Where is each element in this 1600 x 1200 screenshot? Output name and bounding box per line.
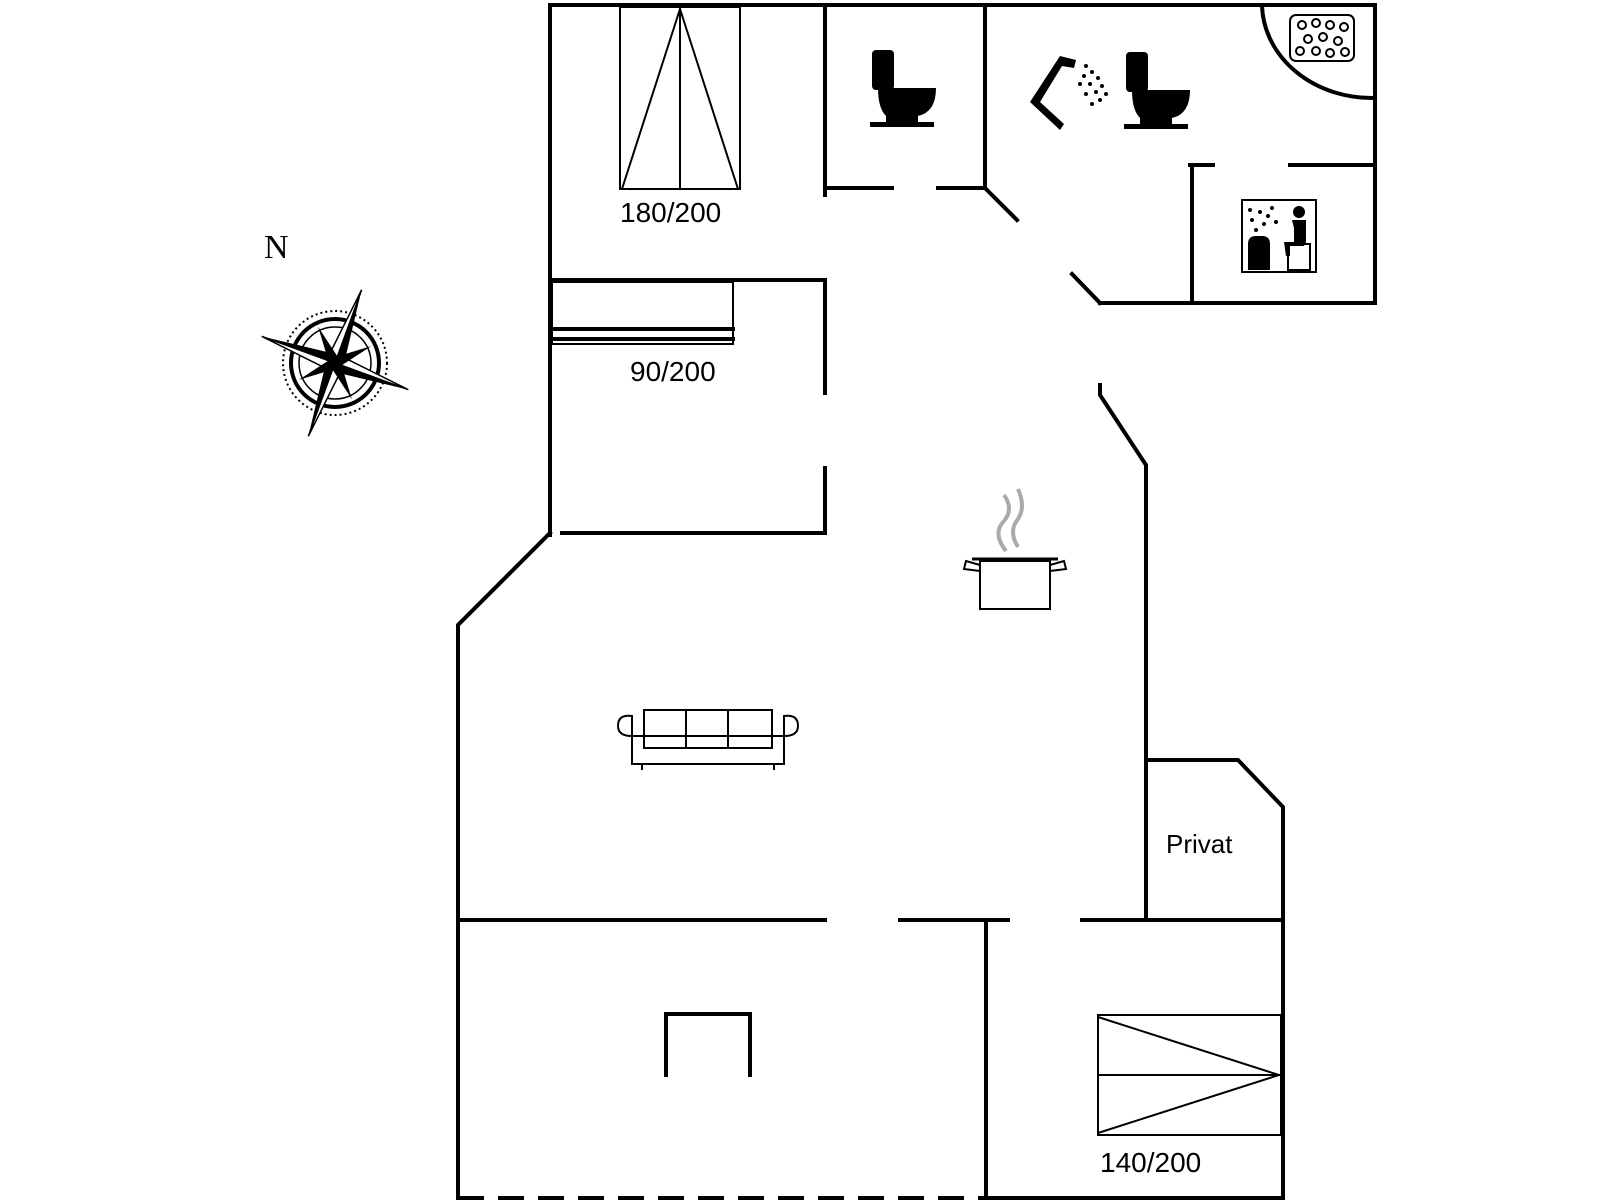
fireplace-icon [664, 1012, 752, 1077]
bed-single [550, 281, 735, 345]
toilet-icon [1124, 52, 1190, 129]
terrace-outline [456, 930, 986, 1200]
bed-double-label: 180/200 [620, 197, 721, 228]
bed-third-label: 140/200 [1100, 1147, 1201, 1178]
compass-rose-icon [261, 289, 409, 437]
walls [456, 2, 1378, 1200]
sauna-icon [1241, 199, 1317, 273]
bed-single-label: 90/200 [630, 356, 716, 387]
bed-third [1097, 1014, 1283, 1136]
shower-icon [1030, 56, 1108, 130]
whirlpool-icon [1289, 14, 1355, 62]
private-room-label: Privat [1166, 829, 1233, 859]
north-label: N [264, 229, 289, 266]
cooking-pot-icon [962, 488, 1068, 610]
toilet-icon [870, 50, 936, 127]
bed-double [619, 5, 741, 190]
sofa-icon [616, 709, 800, 770]
